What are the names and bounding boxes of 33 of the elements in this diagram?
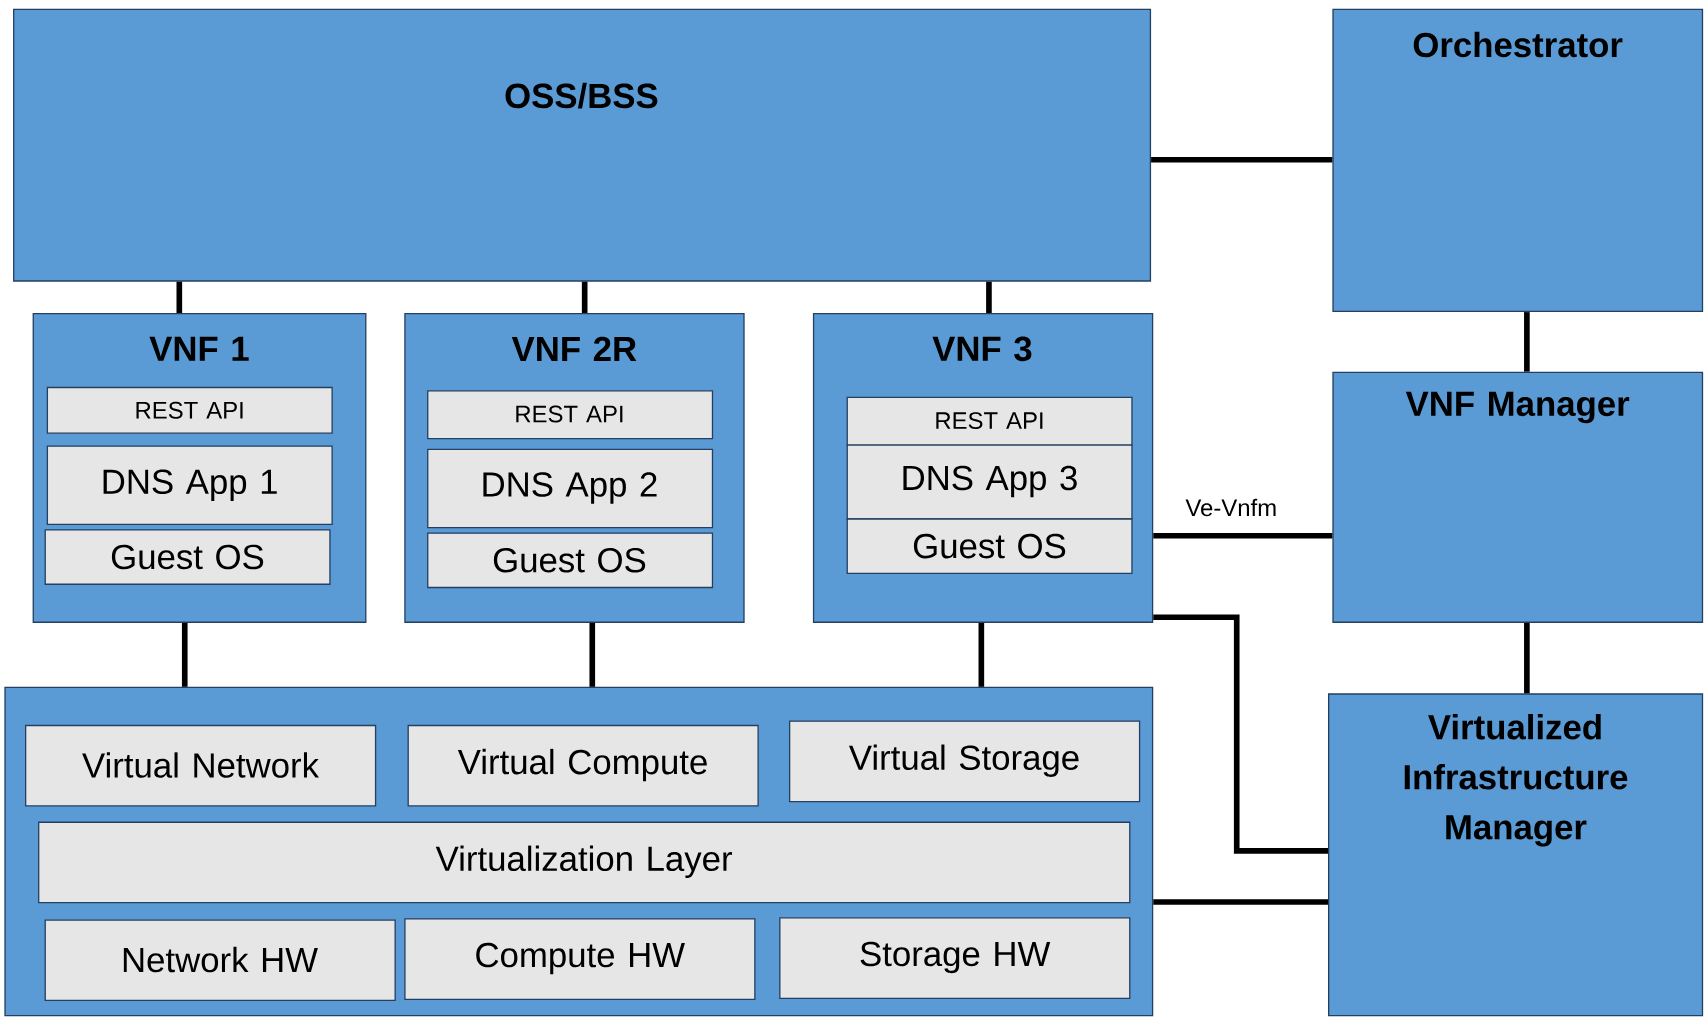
layer-box: Virtual Network [25, 724, 377, 807]
edge-label: Ve-Vnfm [1183, 496, 1280, 519]
layer-box: REST API [846, 396, 1133, 446]
layer-box: Compute HW [404, 918, 756, 1000]
connector-line [176, 281, 183, 313]
connector-line [181, 622, 188, 687]
layer-box: DNS App 2 [427, 448, 714, 529]
connector-line [1153, 614, 1328, 854]
layer-box: Virtual Compute [407, 724, 759, 807]
connector-line [1153, 899, 1328, 905]
layer-box: DNS App 3 [846, 444, 1133, 520]
connector-line [581, 281, 588, 313]
layer-box: Storage HW [779, 917, 1131, 999]
layer-box: REST API [427, 390, 714, 440]
connector-line [986, 281, 992, 313]
layer-box: Guest OS [44, 529, 331, 585]
connector-line [589, 622, 596, 687]
connector-line [1524, 312, 1530, 372]
component-box: Orchestrator [1332, 8, 1704, 313]
connector-line [978, 622, 985, 687]
connector-line [1153, 532, 1333, 539]
layer-box: REST API [46, 386, 333, 434]
connector-line [1524, 622, 1530, 694]
layer-box: Guest OS [427, 532, 714, 589]
layer-box: DNS App 1 [46, 445, 333, 526]
component-box: VNF Manager [1332, 371, 1704, 623]
component-box: OSS/BSS [13, 8, 1152, 282]
layer-box: Virtual Storage [789, 720, 1141, 803]
layer-box: Network HW [44, 919, 396, 1001]
component-box: Virtualized Infrastructure Manager [1328, 693, 1704, 1017]
connector-line [1151, 156, 1333, 163]
layer-box: Virtualization Layer [38, 821, 1131, 904]
layer-box: Guest OS [846, 518, 1133, 574]
